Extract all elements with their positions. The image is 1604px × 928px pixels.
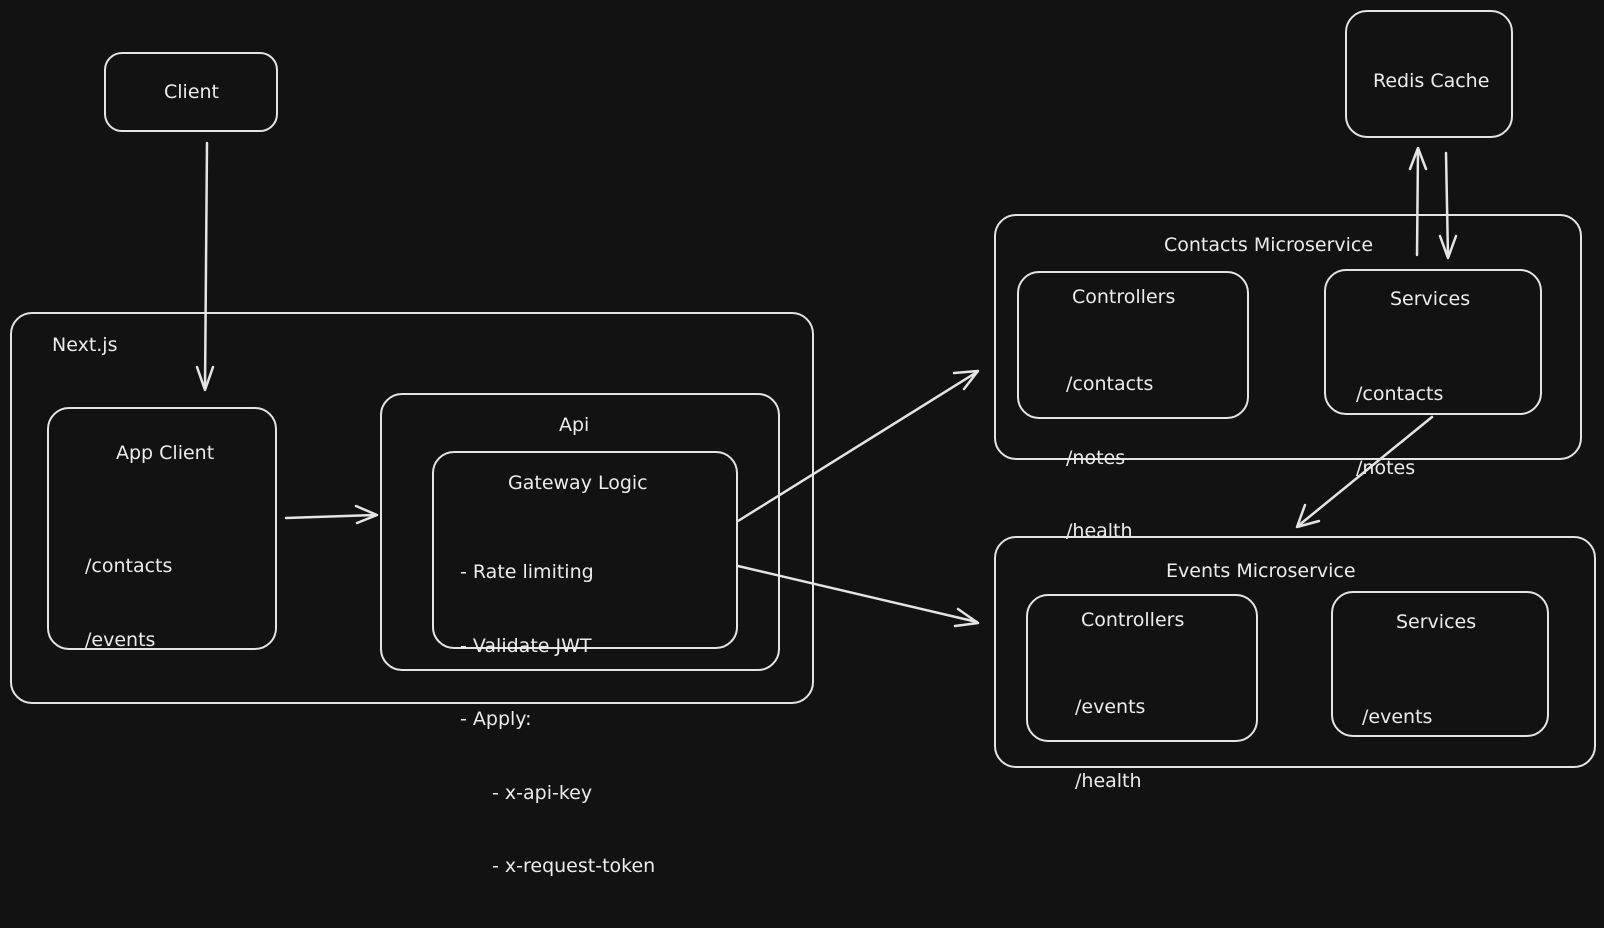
- arrow-redis-to-services: [1438, 151, 1458, 260]
- arrow-app-client-to-api: [284, 504, 379, 525]
- gateway-item: - Apply:: [460, 708, 532, 730]
- contacts-services-box: Services /contacts /notes: [1324, 269, 1542, 479]
- route-item: /events: [85, 628, 156, 651]
- events-microservice-box: Events Microservice: [994, 536, 1596, 768]
- events-controllers-title: Controllers: [1081, 609, 1185, 631]
- nextjs-box: Next.js: [10, 312, 814, 704]
- contacts-controllers-box: Controllers /contacts /notes /health: [1017, 271, 1249, 542]
- gateway-sub-item: - x-api-key: [492, 781, 593, 804]
- route-item: /contacts: [1356, 383, 1444, 405]
- app-client-routes: /contacts /events: [85, 505, 172, 701]
- connector-layer: [195, 141, 1458, 628]
- redis-cache-title: Redis Cache: [1373, 70, 1490, 92]
- contacts-services-title: Services: [1390, 288, 1471, 310]
- contacts-controllers-routes: /contacts /notes /health: [1066, 323, 1153, 593]
- route-item: /events: [1362, 706, 1433, 728]
- diagram-canvas: Client Next.js App Client /contacts /eve…: [10, 10, 1596, 877]
- events-controllers-box: Controllers /events /health: [1026, 594, 1258, 792]
- client-box: Client: [104, 52, 278, 132]
- redis-cache-box: Redis Cache: [1345, 10, 1513, 138]
- contacts-services-routes: /contacts /notes: [1356, 333, 1443, 529]
- client-title: Client: [164, 81, 220, 103]
- arrow-gateway-to-contacts: [736, 369, 980, 523]
- app-client-title: App Client: [116, 442, 215, 464]
- route-item: /events: [1075, 696, 1146, 718]
- gateway-item: - Validate JWT: [460, 634, 592, 657]
- gateway-sub-item: - x-request-token: [492, 855, 656, 877]
- gateway-logic-items: - Rate limiting - Validate JWT - Apply: …: [460, 511, 655, 928]
- route-item: /notes: [1066, 446, 1126, 469]
- gateway-logic-title: Gateway Logic: [508, 472, 648, 494]
- app-client-box: App Client /contacts /events: [47, 407, 277, 651]
- events-services-box: Services /events: [1331, 591, 1549, 737]
- events-controllers-routes: /events /health: [1075, 646, 1145, 842]
- events-microservice-title: Events Microservice: [1166, 560, 1356, 582]
- contacts-controllers-title: Controllers: [1072, 286, 1176, 308]
- gateway-item: - Rate limiting: [460, 561, 594, 583]
- route-item: /contacts: [1066, 373, 1154, 395]
- api-box: Api: [380, 393, 780, 671]
- arrow-contacts-services-to-events: [1295, 415, 1434, 529]
- route-item: /notes: [1356, 456, 1416, 479]
- arrow-gateway-to-events: [736, 564, 980, 628]
- events-services-routes: /events: [1362, 656, 1432, 779]
- gateway-logic-box: Gateway Logic - Rate limiting - Validate…: [432, 451, 738, 877]
- api-title: Api: [559, 414, 590, 436]
- contacts-microservice-title: Contacts Microservice: [1164, 234, 1374, 256]
- route-item: /health: [1075, 769, 1142, 792]
- arrow-services-to-redis: [1408, 146, 1428, 257]
- route-item: /contacts: [85, 555, 173, 577]
- arrow-client-to-app-client: [195, 141, 215, 392]
- contacts-microservice-box: Contacts Microservice: [994, 214, 1582, 460]
- nextjs-title: Next.js: [52, 334, 118, 356]
- events-services-title: Services: [1396, 611, 1477, 633]
